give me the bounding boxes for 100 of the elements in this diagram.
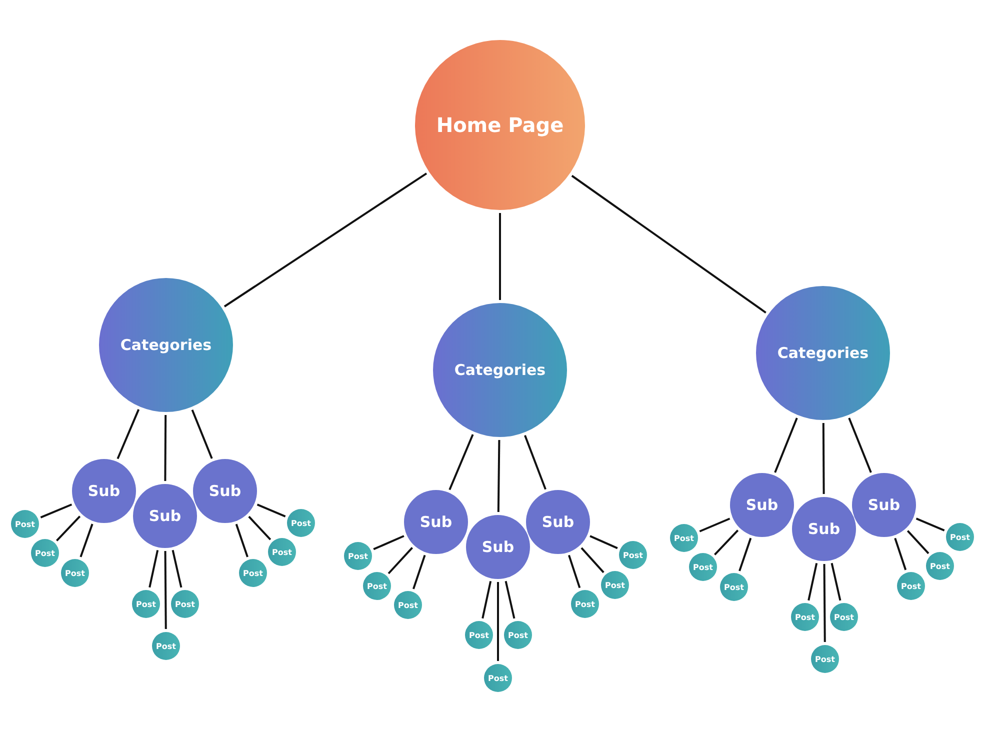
node-label: Sub bbox=[808, 520, 840, 538]
subcategory-circle bbox=[193, 459, 257, 523]
node-label: Post bbox=[15, 520, 35, 528]
post-circle bbox=[484, 664, 512, 692]
node-label: Post bbox=[834, 612, 854, 622]
subcategory-circle bbox=[792, 497, 856, 561]
node-label: Post bbox=[156, 642, 176, 650]
node-label: Post bbox=[175, 600, 195, 608]
node-label: Post bbox=[693, 562, 713, 572]
connector-line bbox=[40, 504, 72, 518]
connector-line bbox=[590, 535, 618, 550]
connector-line bbox=[497, 440, 500, 512]
post-circle bbox=[61, 559, 89, 587]
subcategory-circle bbox=[133, 484, 197, 548]
node-label: Post bbox=[674, 534, 694, 542]
post-circle bbox=[31, 539, 59, 567]
subcategory-circle bbox=[72, 459, 136, 523]
connector-line bbox=[172, 550, 182, 588]
connector-line bbox=[580, 547, 604, 574]
connector-line bbox=[482, 581, 492, 619]
post-circle bbox=[946, 523, 974, 551]
connector-line bbox=[224, 172, 428, 308]
post-circle bbox=[571, 590, 599, 618]
node-label: Post bbox=[348, 552, 368, 560]
post-circle bbox=[504, 621, 532, 649]
connector-line bbox=[714, 530, 739, 556]
subcategory-circle bbox=[466, 515, 530, 579]
node-label: Post bbox=[272, 548, 292, 556]
connector-line bbox=[164, 415, 167, 481]
post-circle bbox=[152, 632, 180, 660]
connector-line bbox=[916, 518, 945, 532]
subcategory-circle bbox=[404, 490, 468, 554]
connector-line bbox=[699, 518, 730, 532]
post-circle bbox=[287, 509, 315, 537]
node-label: Sub bbox=[148, 507, 182, 525]
connector-line bbox=[412, 554, 426, 590]
post-circle bbox=[670, 524, 698, 552]
connector-line bbox=[894, 538, 907, 570]
subcategory-circle bbox=[730, 473, 794, 537]
connector-line bbox=[248, 516, 272, 540]
connector-line bbox=[504, 580, 516, 619]
node-label: Post bbox=[901, 582, 921, 590]
node-label: Sub bbox=[746, 496, 778, 514]
node-label: Post bbox=[398, 600, 418, 610]
connector-line bbox=[830, 562, 842, 601]
post-circle bbox=[344, 542, 372, 570]
node-label: Post bbox=[575, 600, 595, 608]
post-circle bbox=[268, 538, 296, 566]
connector-line bbox=[388, 547, 413, 574]
node-label: Post bbox=[950, 532, 970, 542]
post-circle bbox=[720, 573, 748, 601]
post-circle bbox=[926, 552, 954, 580]
node-label: Post bbox=[243, 568, 263, 578]
connector-line bbox=[571, 174, 766, 314]
connector-line bbox=[497, 582, 499, 661]
node-label: Sub bbox=[88, 482, 120, 500]
post-circle bbox=[11, 510, 39, 538]
subcategory-circle bbox=[526, 490, 590, 554]
connector-line bbox=[256, 504, 286, 518]
node-label: Post bbox=[291, 518, 311, 528]
connector-line bbox=[56, 516, 81, 542]
post-circle bbox=[811, 645, 839, 673]
connector-line bbox=[235, 524, 248, 558]
post-circle bbox=[465, 621, 493, 649]
node-label: Sub bbox=[420, 513, 452, 531]
node-label: Home Page bbox=[436, 113, 564, 137]
node-label: Post bbox=[65, 568, 85, 578]
connector-line bbox=[80, 524, 94, 558]
node-label: Post bbox=[605, 580, 625, 590]
connector-line bbox=[191, 410, 213, 459]
node-label: Post bbox=[469, 630, 489, 640]
connector-line bbox=[822, 423, 825, 494]
connector-line bbox=[808, 563, 818, 601]
node-label: Post bbox=[508, 630, 528, 640]
post-circle bbox=[601, 571, 629, 599]
connector-line bbox=[738, 538, 752, 572]
post-circle bbox=[132, 590, 160, 618]
post-circle bbox=[363, 572, 391, 600]
node-label: Sub bbox=[482, 538, 514, 556]
connector-line bbox=[906, 530, 930, 554]
connector-line bbox=[164, 551, 167, 629]
node-label: Categories bbox=[454, 361, 546, 379]
node-label: Sub bbox=[208, 482, 242, 500]
connector-line bbox=[448, 434, 474, 490]
post-circle bbox=[171, 590, 199, 618]
post-circle bbox=[239, 559, 267, 587]
connector-line bbox=[116, 409, 140, 460]
node-label: Post bbox=[930, 562, 950, 570]
connector-line bbox=[774, 418, 798, 473]
connector-line bbox=[524, 435, 546, 490]
subcategory-circle bbox=[852, 473, 916, 537]
node-label: Post bbox=[795, 612, 815, 622]
node-label: Categories bbox=[777, 344, 869, 362]
node-label: Sub bbox=[868, 496, 900, 514]
node-label: Post bbox=[136, 600, 156, 608]
connector-line bbox=[148, 550, 159, 588]
node-label: Post bbox=[815, 654, 835, 664]
node-label: Post bbox=[367, 582, 387, 590]
post-circle bbox=[619, 541, 647, 569]
connector-line bbox=[499, 213, 501, 300]
